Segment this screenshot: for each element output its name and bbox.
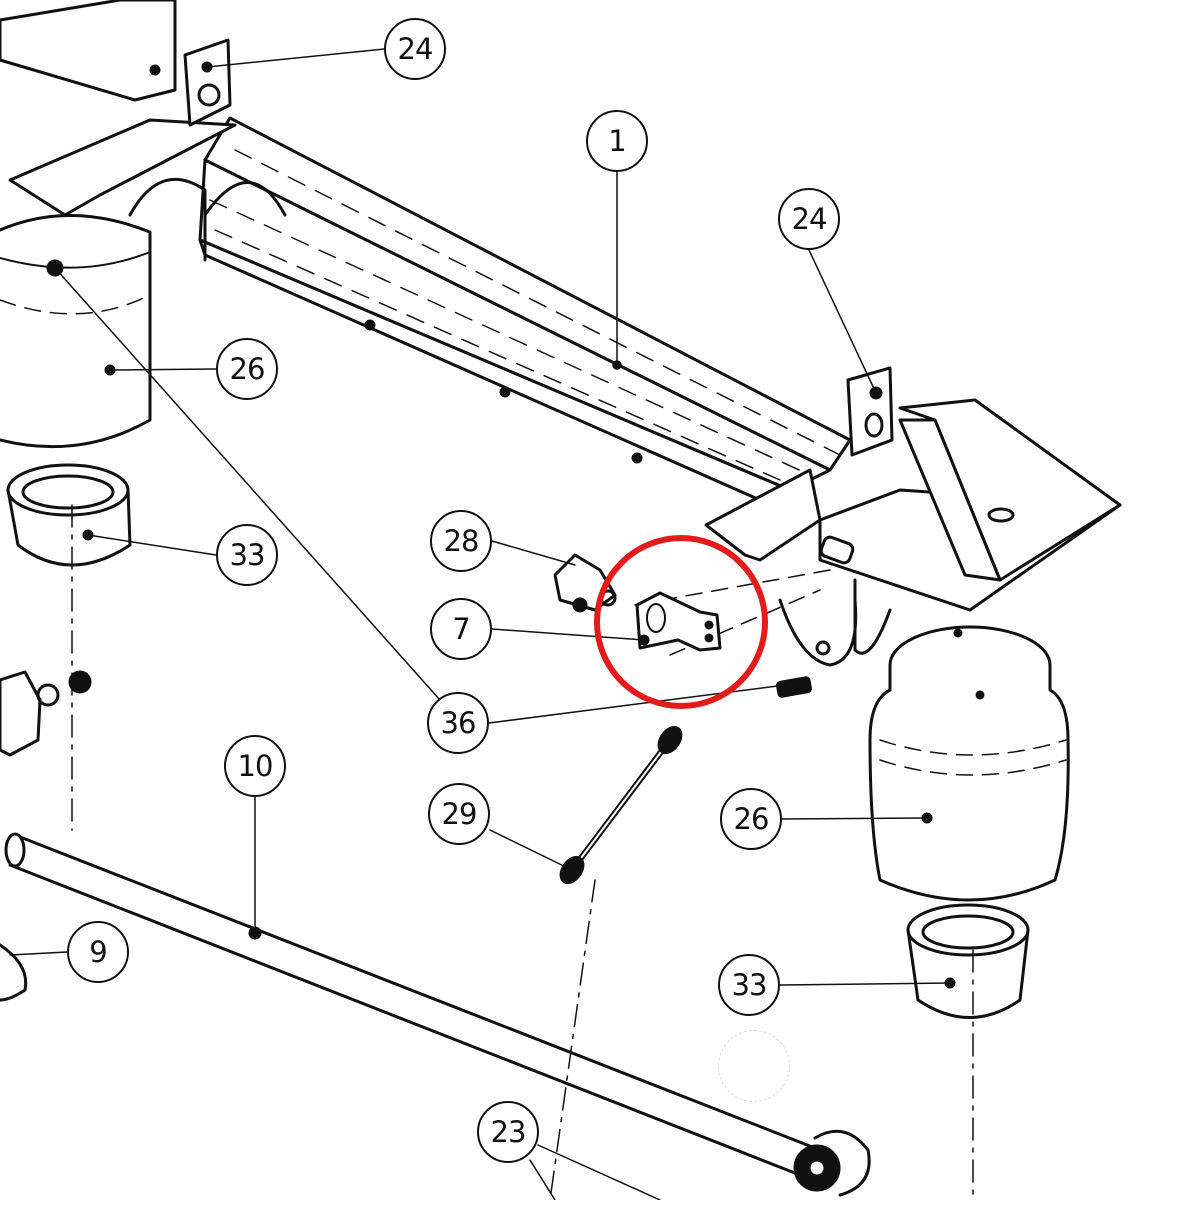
balloon-23[interactable]: 23 [477, 1101, 539, 1163]
washer-part-9 [0, 943, 28, 1002]
plate-part-24-left [183, 38, 232, 127]
balloon-26-left[interactable]: 26 [216, 338, 278, 400]
leader-lines [9, 48, 951, 1201]
air-spring-part-26-left [0, 214, 152, 449]
balloon-9[interactable]: 9 [67, 921, 129, 983]
balloon-7[interactable]: 7 [430, 598, 492, 660]
balloon-10[interactable]: 10 [224, 735, 286, 797]
balloon-24-left[interactable]: 24 [384, 18, 446, 80]
balloon-36[interactable]: 36 [427, 692, 489, 754]
torque-rod-part-10 [4, 832, 871, 1197]
height-rod-part-29 [559, 725, 683, 885]
highlight-circle [594, 535, 768, 709]
pedestal-part-33-right [906, 903, 1030, 1019]
balloon-1[interactable]: 1 [586, 110, 648, 172]
plate-part-24-right [846, 366, 894, 457]
fitting-part-36 [776, 676, 812, 698]
right-frame-bracket [704, 398, 1122, 667]
balloon-28[interactable]: 28 [430, 510, 492, 572]
bracket-part-7 [635, 591, 722, 652]
empty-balloon-placeholder [718, 1030, 790, 1102]
balloon-33-right[interactable]: 33 [718, 954, 780, 1016]
pedestal-part-33-left [6, 463, 132, 567]
balloon-33-left[interactable]: 33 [216, 524, 278, 586]
nut-washer-assembly [0, 670, 92, 757]
balloon-24-right[interactable]: 24 [778, 188, 840, 250]
balloon-29[interactable]: 29 [428, 783, 490, 845]
main-beam-part-1 [198, 116, 852, 502]
left-frame-bracket [0, 0, 287, 262]
air-spring-part-26-right [868, 625, 1070, 902]
balloon-26-right[interactable]: 26 [720, 788, 782, 850]
